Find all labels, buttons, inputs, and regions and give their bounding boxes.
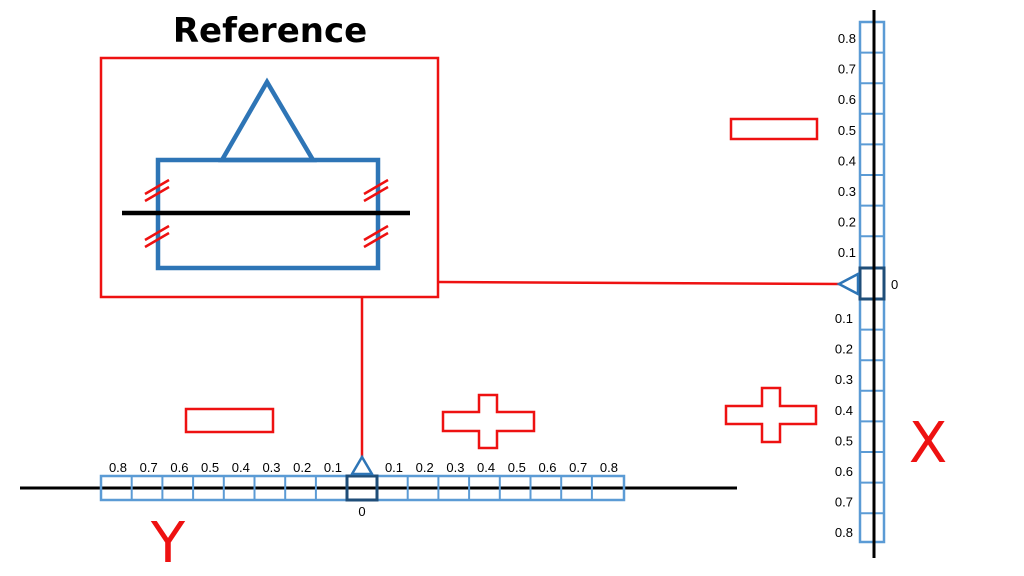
x-scale-frame [858,20,886,544]
x-lower-tick-labels: 0.1 0.2 0.3 0.4 0.5 0.6 0.7 0.8 [835,311,853,540]
y-tick-label: 0.8 [109,460,127,475]
y-tick-label: 0.5 [201,460,219,475]
x-tick-label: 0.5 [838,123,856,138]
y-pointer-icon [349,454,375,476]
y-tick-label: 0.6 [170,460,188,475]
y-tick-label: 0.4 [477,460,495,475]
x-axis-letter: X [909,411,947,476]
x-tick-label: 0.1 [835,311,853,326]
y-scale-zero-cell [345,474,379,502]
x-tick-label: 0.4 [835,403,853,418]
y-tick-label: 0.3 [446,460,464,475]
equal-mark-tr-1 [363,178,389,196]
y-plus-sign-icon [441,393,536,450]
x-tick-label: 0.7 [838,62,856,77]
x-scale-zero-cell [858,266,886,301]
equal-mark-br-2 [363,231,389,249]
y-tick-label: 0.2 [416,460,434,475]
x-tick-label: 0.8 [835,525,853,540]
equal-mark-tl-1 [144,178,170,196]
x-tick-label: 0.4 [838,153,856,168]
x-scale-dividers [860,51,884,515]
x-tick-label: 0.6 [835,464,853,479]
x-tick-label: 0.6 [838,92,856,107]
y-tick-label: 0.5 [508,460,526,475]
x-zero-label: 0 [891,277,898,292]
x-tick-label: 0.3 [835,372,853,387]
y-tick-label: 0.2 [293,460,311,475]
equal-mark-bl-1 [144,224,170,242]
y-tick-label: 0.1 [324,460,342,475]
reference-frame [99,56,440,299]
x-scale: 0.8 0.7 0.6 0.5 0.4 0.3 0.2 0.1 0.1 0.2 0.3 0.4 0.5… [835,10,947,558]
equal-mark-bl-2 [144,231,170,249]
y-zero-label: 0 [358,504,365,519]
reference-triangle [218,77,317,163]
x-pointer-icon [836,271,860,297]
diagram-title: Reference [173,11,367,51]
x-plus-sign-icon [724,386,818,444]
y-right-tick-labels: 0.1 0.2 0.3 0.4 0.5 0.6 0.7 0.8 [385,460,618,475]
x-tick-label: 0.5 [835,433,853,448]
y-axis-letter: Y [150,511,186,576]
y-left-tick-labels: 0.8 0.7 0.6 0.5 0.4 0.3 0.2 0.1 [109,460,342,475]
equal-mark-br-1 [363,224,389,242]
x-tick-label: 0.1 [838,245,856,260]
x-minus-sign-icon [729,117,819,141]
x-tick-label: 0.8 [838,31,856,46]
x-upper-tick-labels: 0.8 0.7 0.6 0.5 0.4 0.3 0.2 0.1 [838,31,856,260]
x-tick-label: 0.3 [838,184,856,199]
y-tick-label: 0.8 [600,460,618,475]
x-tick-label: 0.2 [835,342,853,357]
y-tick-label: 0.4 [232,460,250,475]
x-tick-label: 0.7 [835,495,853,510]
y-tick-label: 0.7 [569,460,587,475]
y-minus-sign-icon [184,407,275,434]
y-scale-dividers [130,476,593,500]
y-tick-label: 0.6 [538,460,556,475]
x-connector-line [437,280,841,286]
y-tick-label: 0.7 [140,460,158,475]
x-tick-label: 0.2 [838,215,856,230]
equal-mark-tl-2 [144,185,170,203]
y-tick-label: 0.1 [385,460,403,475]
equal-mark-tr-2 [363,185,389,203]
equal-marks [144,178,389,249]
y-scale: 0.8 0.7 0.6 0.5 0.4 0.3 0.2 0.1 0.1 0.2 0.3 0.4 0.5… [20,454,737,576]
y-tick-label: 0.3 [262,460,280,475]
